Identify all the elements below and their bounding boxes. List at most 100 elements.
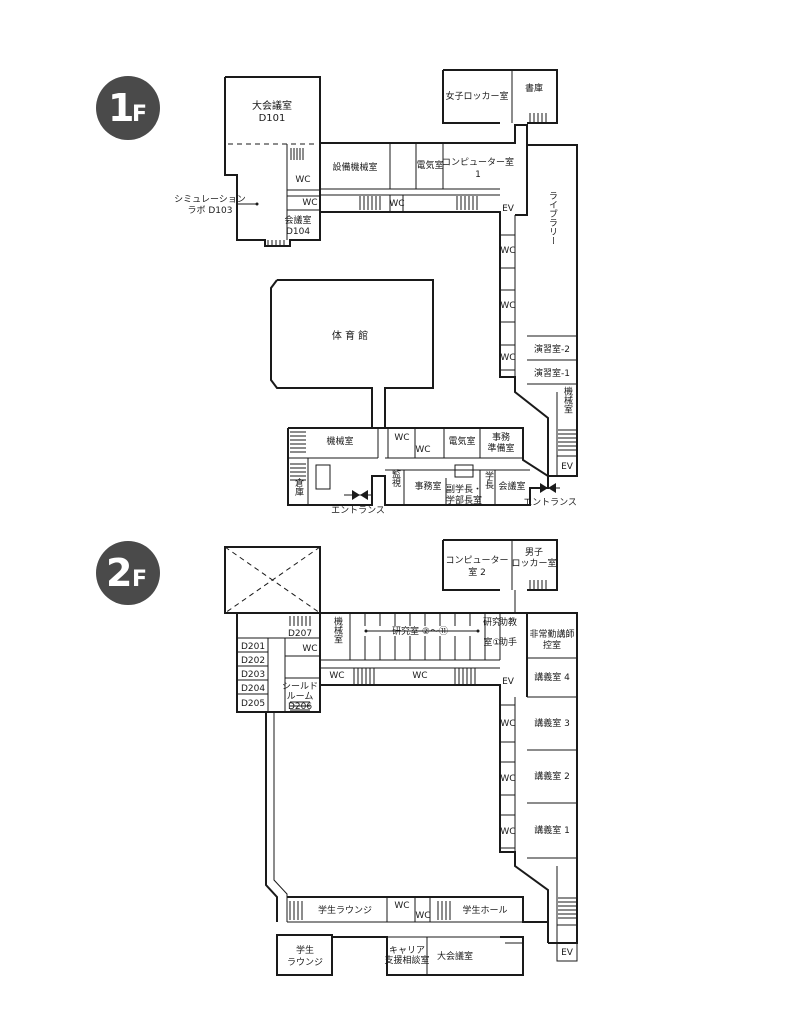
floor-1-badge: 1 F xyxy=(96,76,160,140)
room-meeting: 会議室 xyxy=(498,480,525,492)
south-block-1f xyxy=(287,427,549,506)
room-lab1-line1: 研究 xyxy=(483,616,501,628)
room-d206: D206 xyxy=(288,702,312,712)
room-d202: D202 xyxy=(241,656,265,666)
west-block-2f xyxy=(236,612,321,713)
wc-label: WC xyxy=(302,644,317,654)
wc-label: WC xyxy=(500,246,515,256)
wc-label: WC xyxy=(500,353,515,363)
wc-label: WC xyxy=(295,175,310,185)
room-d101-name: 大会議室 xyxy=(252,99,292,112)
room-women-locker: 女子ロッカー室 xyxy=(445,90,508,102)
room-computer1-line2: 1 xyxy=(475,170,481,180)
room-d103-line2: ラボ D103 xyxy=(188,205,233,216)
room-d207: D207 xyxy=(288,629,312,639)
room-assistant-line1: 助教 xyxy=(499,616,517,628)
room-library: ライブラリー xyxy=(547,191,558,245)
svg-text:F: F xyxy=(132,102,147,127)
room-vice-dean-line2: 学部長室 xyxy=(446,494,482,506)
room-archive: 書庫 xyxy=(525,82,543,94)
room-student-hall: 学生ホール xyxy=(462,904,507,916)
room-exercise1: 演習室-1 xyxy=(534,367,570,379)
room-lecture1: 講義室 1 xyxy=(534,824,570,836)
wc-label: WC xyxy=(329,671,344,681)
north-wing-1f xyxy=(320,124,528,216)
wc-label: WC xyxy=(394,433,409,443)
svg-text:1: 1 xyxy=(108,86,134,130)
room-facility-machine: 設備機械室 xyxy=(332,161,377,173)
room-part-time-line2: 控室 xyxy=(543,639,561,651)
room-career-line1: キャリア xyxy=(389,946,425,956)
entrance-left-label: エントランス xyxy=(331,505,385,516)
wc-label: WC xyxy=(500,719,515,729)
gymnasium-1f xyxy=(270,279,434,429)
room-computer2-line1: コンピューター xyxy=(445,555,508,566)
ev-label: EV xyxy=(502,204,515,214)
room-shield-line2: ルーム xyxy=(287,691,314,702)
locker-block-2f xyxy=(443,539,558,591)
room-office-prep-line2: 準備室 xyxy=(487,442,514,454)
room-part-time-line1: 非常勤講師 xyxy=(529,628,574,640)
floor-2-plan: 2 F D201 D202 D203 D204 D205 D207 WC シール… xyxy=(96,539,578,976)
room-computer2-line2: 室 2 xyxy=(468,566,486,578)
room-d205: D205 xyxy=(241,699,265,709)
room-machine-small: 機械室 xyxy=(562,385,573,413)
room-d201: D201 xyxy=(241,642,265,652)
room-lab1-line2: 室① xyxy=(483,636,500,648)
floor-2-badge: 2 F xyxy=(96,541,160,605)
entrance-right-label: エントランス xyxy=(523,497,577,508)
room-storage: 倉庫 xyxy=(293,477,304,497)
room-lecture4: 講義室 4 xyxy=(534,671,570,683)
floor-1-plan: 1 F 大会議室 D101 シミュレーション ラボ D103 会議室 D104 … xyxy=(96,69,578,516)
locker-block-1f xyxy=(443,69,558,124)
room-lounge2-line2: ラウンジ xyxy=(287,957,323,968)
room-d103-line1: シミュレーション xyxy=(174,195,246,205)
room-computer1-line1: コンピューター室 xyxy=(442,156,514,168)
room-d104-name: 会議室 xyxy=(284,214,311,226)
room-men-locker-line2: ロッカー室 xyxy=(511,557,556,569)
wc-label: WC xyxy=(389,199,404,209)
room-machine-2f: 機械室 xyxy=(332,615,343,643)
entrance-left-marker xyxy=(344,490,372,500)
wc-label: WC xyxy=(415,445,430,455)
room-office: 事務室 xyxy=(414,480,441,492)
room-career-line2: 支援相談室 xyxy=(384,954,429,966)
room-lecture3: 講義室 3 xyxy=(534,717,570,729)
wc-label: WC xyxy=(415,911,430,921)
room-d204: D204 xyxy=(241,684,265,694)
wc-label: WC xyxy=(500,301,515,311)
entrance-right-marker xyxy=(530,483,560,493)
room-men-locker-line1: 男子 xyxy=(525,547,543,558)
room-vice-dean-line1: 副学長・ xyxy=(446,483,482,495)
room-d104-code: D104 xyxy=(286,227,310,237)
wc-label: WC xyxy=(500,774,515,784)
ev-label: EV xyxy=(561,948,574,958)
east-wing-1f xyxy=(527,144,578,477)
room-monitor: 監視 xyxy=(390,468,401,488)
room-exercise2: 演習室-2 xyxy=(534,343,570,355)
room-gymnasium: 体 育 館 xyxy=(332,329,368,342)
room-dean: 学長 xyxy=(483,470,494,490)
wc-label: WC xyxy=(412,671,427,681)
west-walkway-2f xyxy=(265,712,278,922)
room-d101-code: D101 xyxy=(259,113,286,124)
room-labs: 研究室 ②～⑪ xyxy=(392,625,448,637)
wc-label: WC xyxy=(500,827,515,837)
svg-text:2: 2 xyxy=(106,551,132,595)
room-lounge2-line1: 学生 xyxy=(296,944,314,956)
room-student-lounge: 学生ラウンジ xyxy=(318,904,372,916)
room-shield-line1: シールド xyxy=(282,682,318,692)
conference-block-2f xyxy=(332,936,524,976)
room-lecture2: 講義室 2 xyxy=(534,770,570,782)
west-block-1f xyxy=(224,76,321,247)
room-d203: D203 xyxy=(241,670,265,680)
south-block-2f xyxy=(287,896,548,923)
room-office-prep-line1: 事務 xyxy=(492,431,510,443)
room-conference: 大会議室 xyxy=(437,950,473,962)
svg-text:F: F xyxy=(132,567,147,592)
ev-label: EV xyxy=(561,462,574,472)
ev-label: EV xyxy=(502,677,515,687)
room-assistant-line2: 助手 xyxy=(499,636,517,648)
room-electric: 電気室 xyxy=(416,159,443,171)
